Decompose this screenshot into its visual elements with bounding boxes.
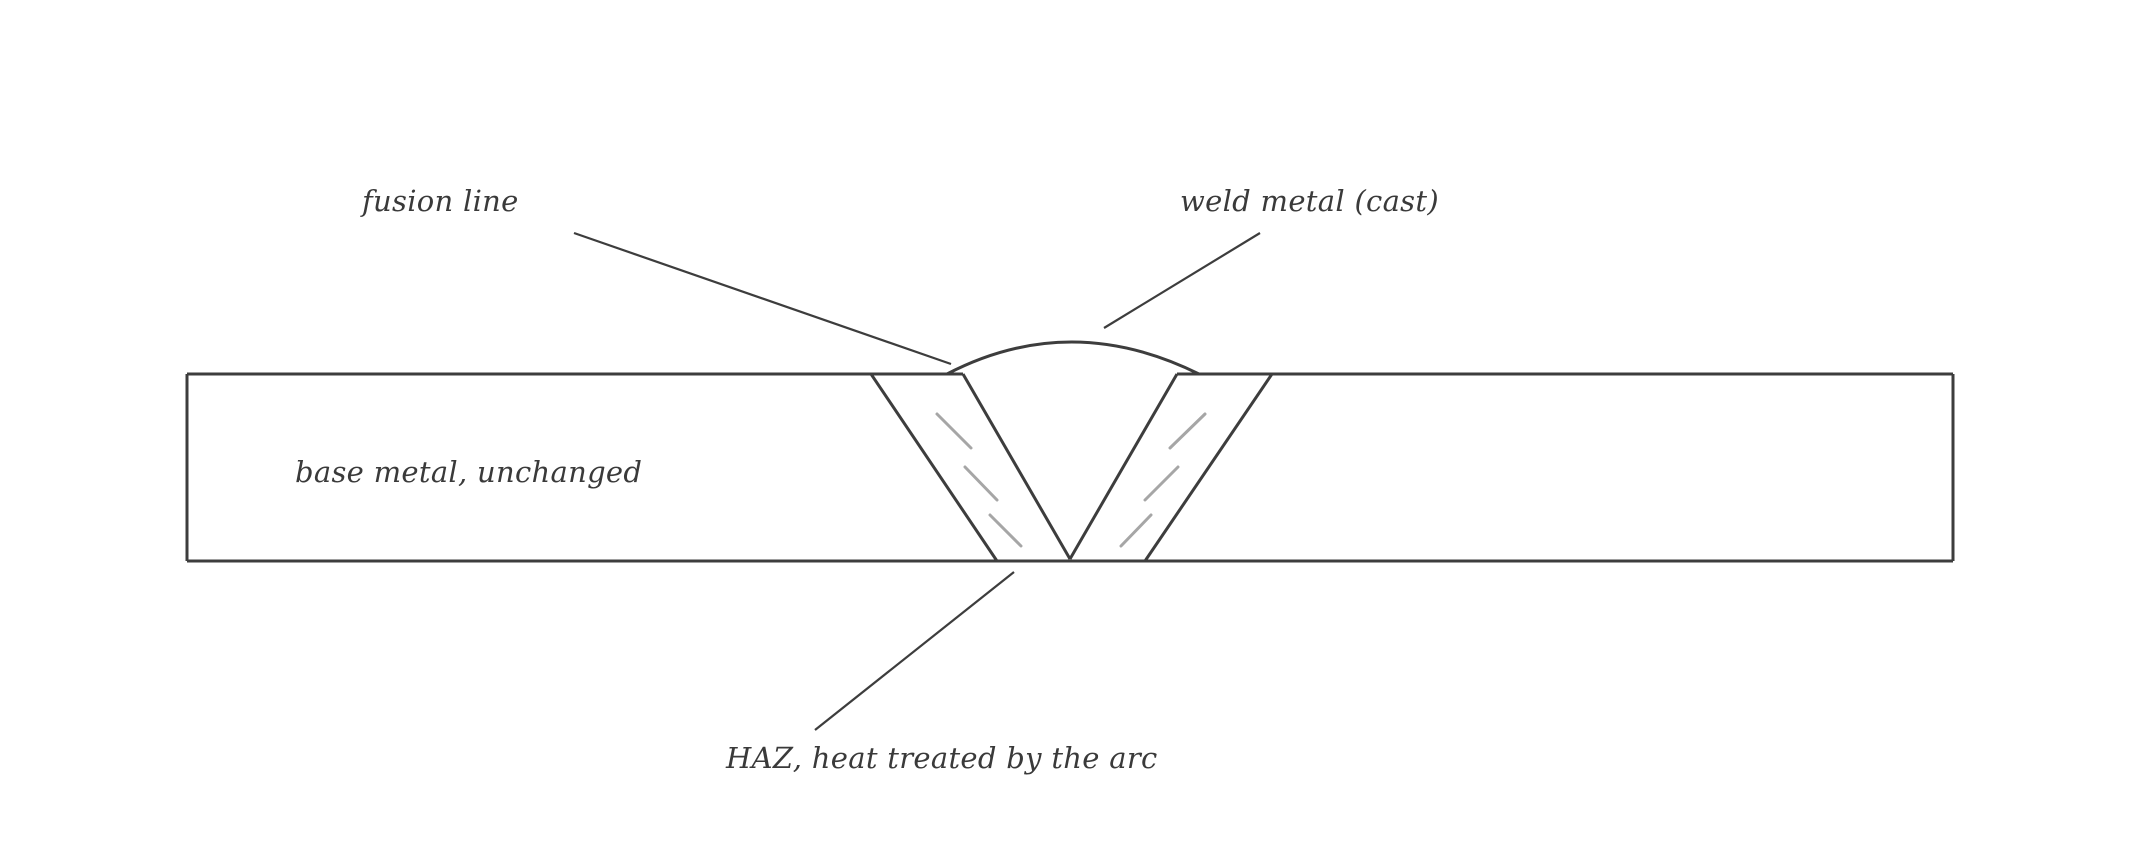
haz-hatch-left-3 [988, 513, 1023, 548]
haz-hatching [935, 412, 1207, 548]
leader-lines [573, 231, 1261, 731]
haz-hatch-left-1 [935, 412, 973, 450]
haz-right-outer-boundary [1143, 373, 1274, 562]
weld-cap [946, 340, 1200, 376]
haz-label: HAZ, heat treated by the arc [726, 741, 1158, 775]
haz-hatch-right-3 [1119, 513, 1153, 548]
fusion-line-leader [573, 231, 952, 366]
haz-hatch-left-2 [963, 465, 999, 502]
haz-right-inner-boundary [1068, 373, 1179, 560]
haz-leader [814, 571, 1015, 731]
haz-hatch-right-1 [1168, 412, 1207, 450]
haz-left-inner-boundary [961, 373, 1072, 560]
haz-zones [869, 372, 1274, 563]
fusion-line-label: fusion line [362, 184, 519, 218]
weld-metal-leader [1103, 232, 1261, 329]
haz-left-outer-boundary [869, 373, 999, 562]
haz-hatch-right-2 [1143, 465, 1180, 502]
weld-metal-label: weld metal (cast) [1180, 184, 1439, 218]
base-metal-label: base metal, unchanged [295, 455, 643, 489]
